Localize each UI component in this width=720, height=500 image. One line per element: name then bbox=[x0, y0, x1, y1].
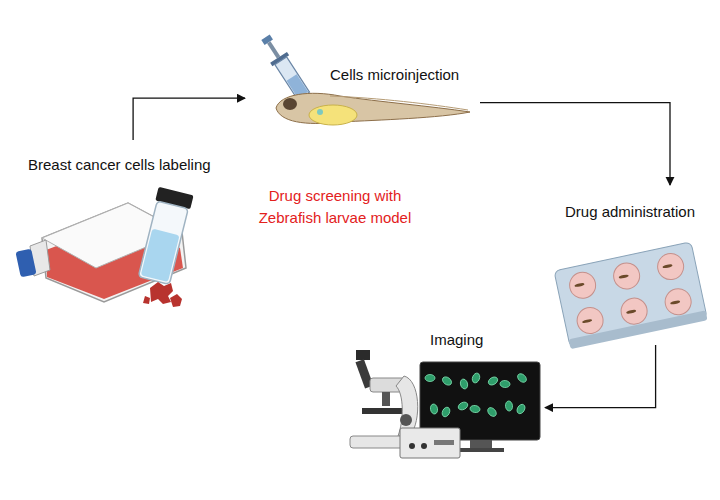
cell-glyph bbox=[505, 401, 513, 412]
cell-glyph bbox=[457, 401, 469, 412]
flow-arrow bbox=[545, 345, 656, 408]
light-source bbox=[400, 428, 460, 458]
zebrafish-larva bbox=[276, 93, 470, 125]
stage-label: Breast cancer cells labeling bbox=[28, 156, 211, 174]
stage-group: Breast cancer cells labeling bbox=[20, 140, 215, 305]
flow-arrow bbox=[133, 98, 245, 140]
stage-label: Drug administration bbox=[565, 203, 695, 221]
cell-glyph bbox=[486, 406, 498, 418]
center-title: Drug screening with Zebrafish larvae mod… bbox=[240, 185, 430, 229]
cell-glyph bbox=[441, 406, 452, 418]
vial bbox=[136, 187, 193, 285]
flow-arrow bbox=[480, 103, 670, 185]
stage-group: Imaging bbox=[330, 325, 545, 465]
stage-label: Cells microinjection bbox=[330, 66, 459, 84]
cell-glyph bbox=[516, 372, 528, 384]
stage-group: Cells microinjection bbox=[245, 30, 480, 140]
stage-label: Imaging bbox=[430, 331, 483, 349]
cell-glyph bbox=[430, 403, 439, 414]
well-plate bbox=[554, 242, 708, 349]
cell-glyph bbox=[459, 378, 468, 390]
stage-group: Drug administration bbox=[550, 185, 710, 345]
cell-glyph bbox=[515, 403, 526, 415]
cancer-cells bbox=[143, 282, 182, 307]
cell-glyph bbox=[425, 375, 435, 382]
cell-glyph bbox=[441, 375, 453, 387]
cell-glyph bbox=[469, 405, 480, 414]
cell-glyph bbox=[500, 380, 511, 388]
cell-glyph bbox=[487, 375, 499, 386]
cell-glyph bbox=[471, 372, 481, 384]
